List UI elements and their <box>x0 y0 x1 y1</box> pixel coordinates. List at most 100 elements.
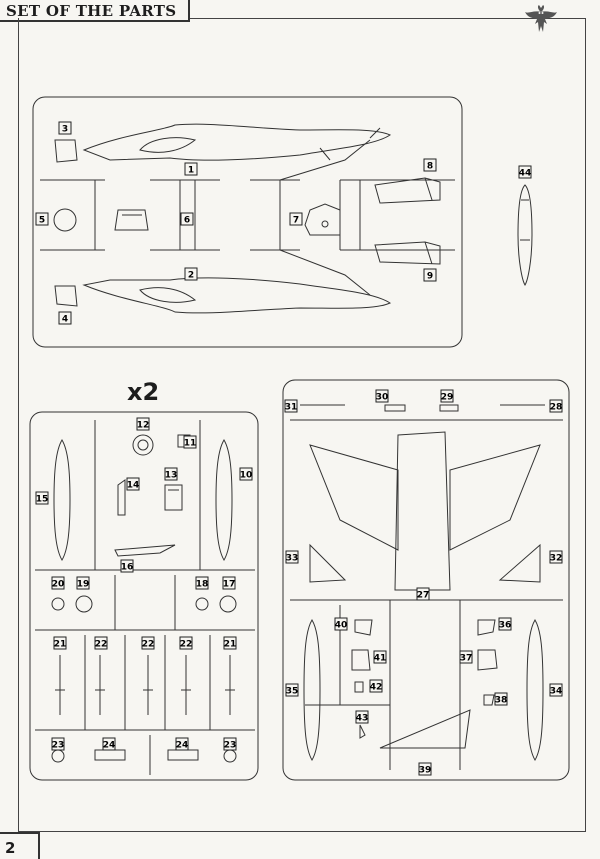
part-label-24-box <box>102 737 116 751</box>
part-label-39-box <box>418 762 432 776</box>
part-label-20-box <box>51 576 65 590</box>
part-label-44-box <box>518 165 532 179</box>
page-frame-top <box>190 18 586 19</box>
part-label-21-box <box>53 636 67 650</box>
part-label-10-box <box>239 467 253 481</box>
part-38 <box>483 694 495 706</box>
part-label-22-box <box>179 636 193 650</box>
part-24 <box>167 749 199 761</box>
part-label-28: 28 <box>550 403 563 413</box>
part-label-19: 19 <box>77 580 90 590</box>
part-label-13: 13 <box>165 471 178 481</box>
part-label-42: 42 <box>370 683 383 693</box>
part-34-tank <box>526 619 544 761</box>
part-37 <box>477 649 498 671</box>
part-label-23-box <box>223 737 237 751</box>
part-7 <box>304 203 341 236</box>
part-label-30: 30 <box>376 393 389 403</box>
part-label-3-box <box>58 121 72 135</box>
part-label-32: 32 <box>550 554 563 564</box>
part-label-43: 43 <box>356 714 369 724</box>
part-8 <box>374 177 441 204</box>
part-label-38: 38 <box>495 696 508 706</box>
sprue-c <box>282 379 570 781</box>
part-label-36: 36 <box>499 621 512 631</box>
part-label-15-box <box>35 491 49 505</box>
part-label-4: 4 <box>62 315 68 325</box>
part-label-42-box <box>369 679 383 693</box>
part-6 <box>114 209 149 231</box>
part-label-41: 41 <box>374 654 387 664</box>
part-label-22-box <box>141 636 155 650</box>
part-15-tank <box>53 439 71 561</box>
part-label-9-box <box>423 268 437 282</box>
part-label-21: 21 <box>224 640 237 650</box>
part-35-tank <box>303 619 321 761</box>
part-label-17: 17 <box>223 580 236 590</box>
part-label-14: 14 <box>127 481 140 491</box>
part-label-31: 31 <box>285 403 298 413</box>
owl-logo-icon <box>525 5 557 32</box>
quantity-note: x2 <box>127 378 160 406</box>
part-label-17-box <box>222 576 236 590</box>
part-36 <box>477 619 496 636</box>
part-label-16-box <box>120 559 134 573</box>
part-label-19-box <box>76 576 90 590</box>
part-label-9: 9 <box>427 272 433 282</box>
part-label-12-box <box>136 417 150 431</box>
part-9 <box>374 241 441 265</box>
part-label-33: 33 <box>286 554 299 564</box>
part-label-34: 34 <box>550 687 563 697</box>
part-label-23: 23 <box>224 741 237 751</box>
part-label-21: 21 <box>54 640 67 650</box>
part-40 <box>354 619 373 636</box>
part-label-12: 12 <box>137 421 150 431</box>
part-label-29-box <box>440 389 454 403</box>
part-24 <box>94 749 126 761</box>
part-label-23: 23 <box>52 741 65 751</box>
part-label-22: 22 <box>95 640 108 650</box>
part-label-28-box <box>549 399 563 413</box>
part-39-fin <box>379 709 471 749</box>
part-2-fuselage-half <box>82 277 392 314</box>
part-33 <box>309 543 347 583</box>
part-label-22: 22 <box>142 640 155 650</box>
part-label-24: 24 <box>103 741 116 751</box>
part-label-30-box <box>375 389 389 403</box>
part-label-40-box <box>334 617 348 631</box>
page-number: 2 <box>0 832 40 859</box>
sprue-a <box>32 96 463 348</box>
part-label-13-box <box>164 467 178 481</box>
part-label-27: 27 <box>417 591 430 601</box>
part-29 <box>439 404 459 412</box>
part-label-6: 6 <box>184 216 190 226</box>
part-label-39: 39 <box>419 766 432 776</box>
part-label-10: 10 <box>240 471 253 481</box>
part-label-34-box <box>549 683 563 697</box>
part-18 <box>195 597 209 611</box>
part-label-32-box <box>549 550 563 564</box>
part-label-3: 3 <box>62 125 68 135</box>
part-label-23-box <box>51 737 65 751</box>
part-label-8-box <box>423 158 437 172</box>
part-label-37: 37 <box>460 654 473 664</box>
part-label-5-box <box>35 212 49 226</box>
part-label-8: 8 <box>427 162 433 172</box>
part-label-2-box <box>184 267 198 281</box>
sprue-b <box>29 411 259 781</box>
page-frame <box>18 18 586 832</box>
part-1-fuselage-half <box>82 123 392 161</box>
part-16 <box>114 544 176 557</box>
part-13 <box>164 484 183 511</box>
part-30 <box>384 404 406 412</box>
part-label-21-box <box>223 636 237 650</box>
part-label-37-box <box>459 650 473 664</box>
part-12-wheel <box>132 434 154 456</box>
part-label-24-box <box>175 737 189 751</box>
part-label-7-box <box>289 212 303 226</box>
part-label-43-box <box>355 710 369 724</box>
part-32 <box>498 543 541 583</box>
part-20 <box>51 597 65 611</box>
